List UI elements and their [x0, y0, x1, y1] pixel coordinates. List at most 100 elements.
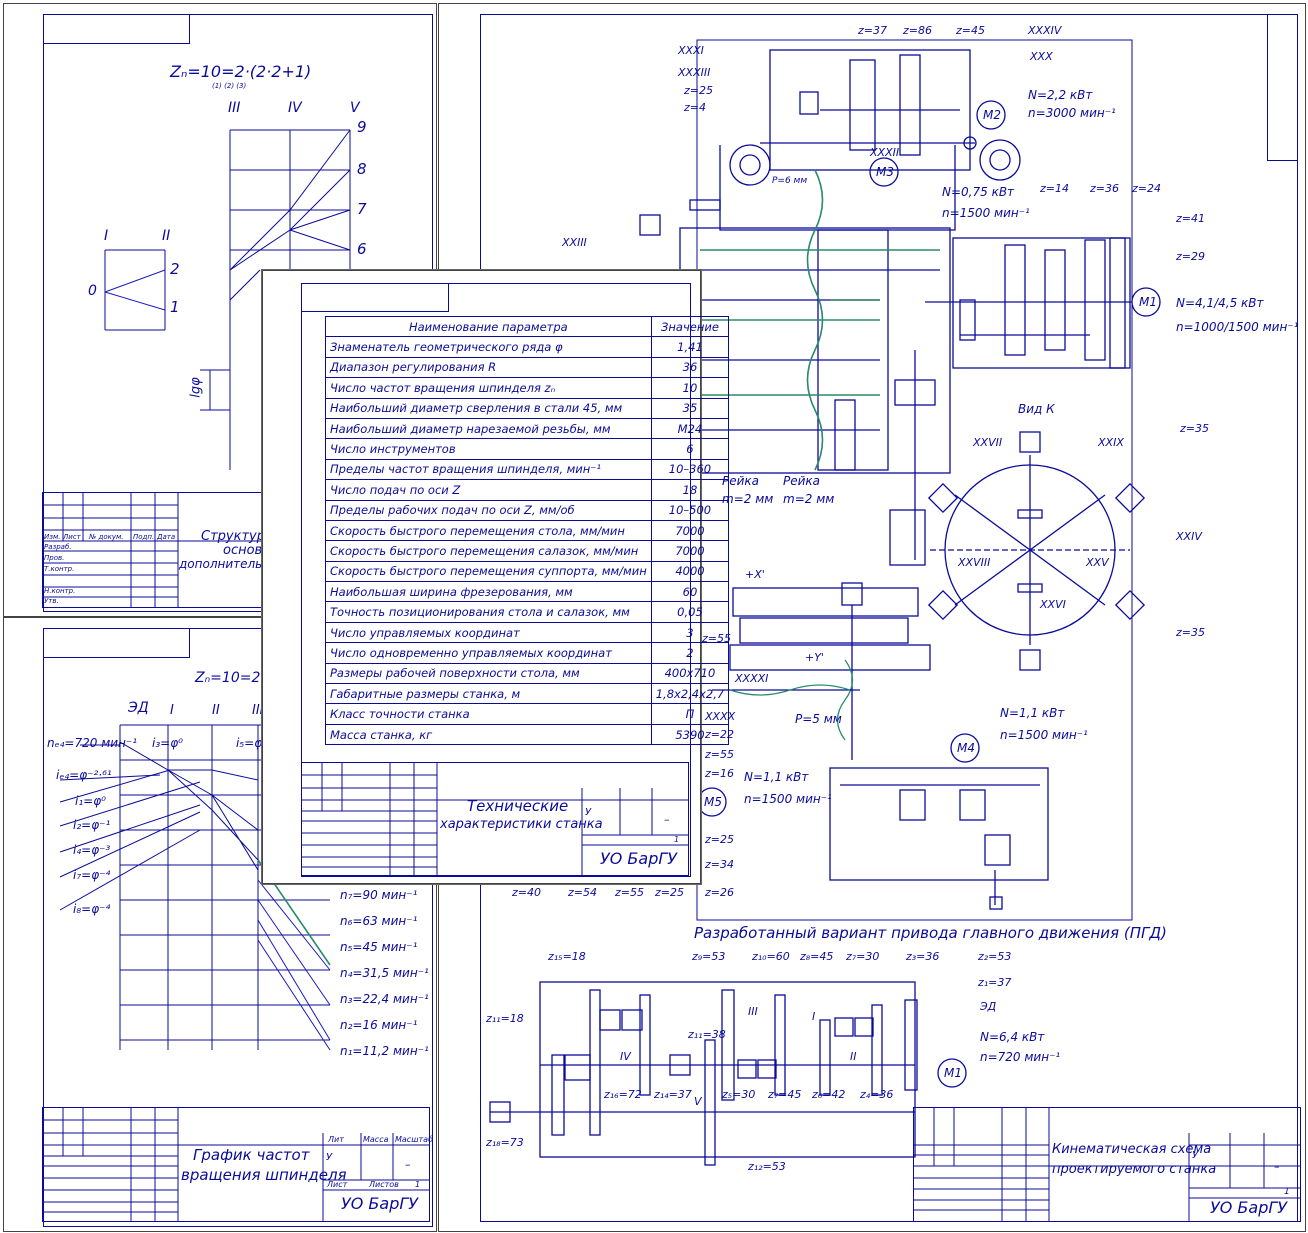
structure-speed-7: 7 [357, 200, 367, 218]
specs-param-value: 6 [650, 438, 730, 460]
specs-param-name: Диапазон регулирования R [325, 356, 652, 379]
specs-param-name: Скорость быстрого перемещения салазок, м… [325, 540, 652, 562]
structure-shaft-i: I [104, 228, 109, 244]
label-z41: z=41 [1176, 212, 1205, 225]
specs-param-value: 7000 [650, 540, 730, 562]
title-block-specs: Технические характеристики станка У – 1 … [301, 762, 689, 876]
graph-ratio-7: i₇=φ⁻⁴ [73, 868, 111, 882]
specs-param-value: 3 [650, 621, 730, 644]
graph-ratio-1: i₁=φ⁰ [75, 794, 106, 808]
graph-ratio-8: i₈=φ⁻⁴ [73, 902, 111, 916]
stamp-tkontr: Т.контр. [44, 565, 75, 573]
pgd-z18: z₁₈=73 [486, 1136, 524, 1149]
specs-table-row: Скорость быстрого перемещения суппорта, … [325, 560, 730, 583]
specs-table: Наименование параметра Значение Знаменат… [325, 315, 730, 746]
stamp-title-2: проектируемого станка [1052, 1162, 1217, 1177]
label-z37: z=37 [858, 24, 887, 37]
stamp-title-1: Технические [467, 797, 569, 815]
pgd-z7-45: z₇=45 [768, 1088, 802, 1101]
graph-n-ed: nₑ₄=720 мин⁻¹ [47, 736, 138, 750]
title-block-kinematic: Кинематическая схема проектируемого стан… [913, 1107, 1301, 1222]
motor-m1-speed: n=1000/1500 мин⁻¹ [1176, 320, 1299, 334]
motor-m3-id: M3 [876, 165, 894, 179]
pgd-z15: z₁₅=18 [548, 950, 586, 963]
graph-speed-n1: n₁=11,2 мин⁻¹ [340, 1044, 429, 1058]
structure-speed-9: 9 [357, 118, 367, 136]
specs-col-value: Значение [650, 315, 730, 338]
label-z45: z=45 [956, 24, 985, 37]
motor-m1-power: N=4,1/4,5 кВт [1176, 296, 1264, 310]
sheet-corner-box [43, 14, 190, 44]
structure-speed-8: 8 [357, 160, 367, 178]
specs-param-name: Наибольший диаметр нарезаемой резьбы, мм [325, 417, 652, 440]
specs-param-name: Габаритные размеры станка, м [325, 683, 652, 705]
label-z34: z=34 [705, 858, 734, 871]
title-block-speed-graph: График частот вращения шпинделя Лит Масс… [42, 1107, 433, 1222]
specs-param-value: 1,41 [650, 336, 730, 358]
specs-param-value: 7000 [650, 519, 730, 542]
label-xxv: XXV [1086, 556, 1109, 569]
specs-param-value: 10–360 [650, 458, 730, 481]
stamp-org: УО БарГУ [341, 1194, 419, 1213]
pgd-motor-speed: n=720 мин⁻¹ [980, 1050, 1061, 1064]
stamp-role-list: Лист [63, 533, 81, 541]
label-z25: z=25 [684, 84, 713, 97]
label-xxiii: XXIII [562, 236, 587, 249]
graph-ratio-ed: iₑ₄=φ⁻²·⁶¹ [56, 768, 112, 782]
specs-param-name: Пределы частот вращения шпинделя, мин⁻¹ [325, 458, 652, 481]
specs-param-value: 2 [650, 642, 730, 664]
sheet-corner-box [1267, 14, 1298, 161]
stamp-title-3: дополнительной [179, 557, 286, 571]
label-xxxxi: XXXXI [735, 672, 769, 685]
stamp-dash: – [664, 813, 670, 826]
view-k: Вид К [1018, 402, 1055, 416]
rack-1-module: m=2 мм [722, 492, 774, 506]
label-z55-c: z=55 [615, 886, 644, 899]
stamp-title-2: характеристики станка [440, 817, 603, 832]
specs-param-value: 35 [650, 397, 730, 419]
motor-m3-power: N=0,75 кВт [942, 185, 1015, 199]
specs-param-name: Масса станка, кг [325, 723, 652, 746]
motor-m2-id: M2 [983, 108, 1001, 122]
axis-y: +Y' [805, 651, 824, 664]
graph-speed-n3: n₃=22,4 мин⁻¹ [340, 992, 429, 1006]
specs-table-row: Наибольший диаметр нарезаемой резьбы, мм… [325, 417, 730, 440]
structure-shaft-v: V [350, 100, 360, 116]
specs-param-value: 1,8х2,4х2,7 [650, 683, 730, 705]
graph-ratio-5: i₅=φ [236, 736, 263, 750]
motor-m5-id: M5 [704, 795, 722, 809]
motor-m3-speed: n=1500 мин⁻¹ [942, 206, 1030, 220]
structure-formula: Zₙ=10=2·(2·2+1) [170, 62, 312, 81]
specs-param-name: Скорость быстрого перемещения стола, мм/… [325, 519, 652, 542]
pgd-z11: z₁₁=38 [688, 1028, 726, 1041]
label-z40: z=40 [512, 886, 541, 899]
label-xxiv: XXIV [1176, 530, 1202, 543]
stamp-org: УО БарГУ [600, 849, 678, 868]
specs-param-value: 400х710 [650, 662, 730, 685]
rack-2-module: m=2 мм [783, 492, 835, 506]
pitch-5: P=5 мм [795, 712, 842, 726]
specs-param-value: 60 [650, 581, 730, 603]
specs-param-value: П [650, 703, 730, 725]
label-xxx: XXX [1030, 50, 1053, 63]
specs-param-value: 4000 [650, 560, 730, 583]
stamp-nkontr: Н.контр. [44, 587, 76, 595]
stamp-dash: – [405, 1158, 411, 1171]
pgd-z8: z₈=45 [800, 950, 834, 963]
specs-param-name: Число управляемых координат [325, 621, 652, 644]
pgd-z3: z₃=36 [906, 950, 940, 963]
graph-ratio-2: i₂=φ⁻¹ [73, 818, 111, 832]
rack-2-label: Рейка [783, 474, 821, 488]
stamp-lit: У [326, 1152, 333, 1163]
graph-speed-n7: n₇=90 мин⁻¹ [340, 888, 418, 902]
pgd-section-title: Разработанный вариант привода главного д… [694, 924, 1167, 942]
specs-param-value: 10–500 [650, 499, 730, 521]
specs-param-name: Число подач по оси Z [325, 479, 652, 501]
stamp-role-date: Дата [157, 533, 176, 541]
